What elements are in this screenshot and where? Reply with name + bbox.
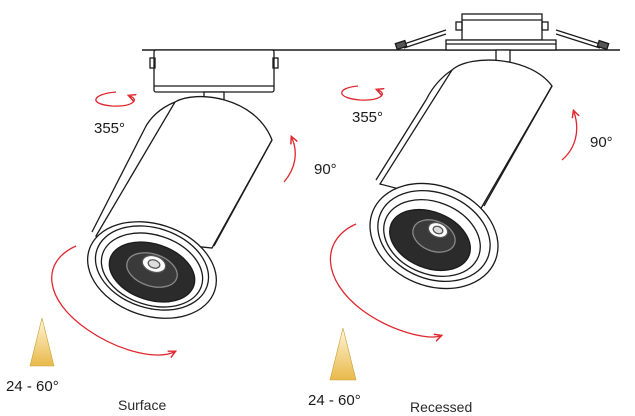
surface-arrows <box>51 91 296 355</box>
recessed-rotate-arrow <box>341 85 383 101</box>
surface-rotation-label: 355° <box>94 120 126 137</box>
surface-swing-arrow <box>51 245 174 355</box>
recessed-housing <box>461 13 543 41</box>
recessed-fixture <box>369 13 610 290</box>
spring-clip-right <box>555 29 601 45</box>
surface-tilt-label: 90° <box>314 161 337 178</box>
recessed-arrows <box>329 85 577 337</box>
surface-beam-icon <box>29 317 55 367</box>
surface-tilt-arrow <box>283 138 295 183</box>
recessed-tilt-label: 90° <box>590 134 613 151</box>
surface-fixture <box>86 49 279 319</box>
recessed-tilt-arrow <box>561 112 577 161</box>
surface-rotate-arrow <box>95 91 134 107</box>
recessed-rotation-label: 355° <box>352 109 384 126</box>
recessed-beam-icon <box>329 327 357 381</box>
recessed-caption: Recessed <box>410 399 473 415</box>
recessed-beam-angle-label: 24 - 60° <box>308 392 361 409</box>
spring-clip-left <box>403 29 447 45</box>
surface-beam-angle-label: 24 - 60° <box>6 378 59 395</box>
recessed-swing-arrow <box>329 223 440 337</box>
surface-caption: Surface <box>118 397 167 413</box>
